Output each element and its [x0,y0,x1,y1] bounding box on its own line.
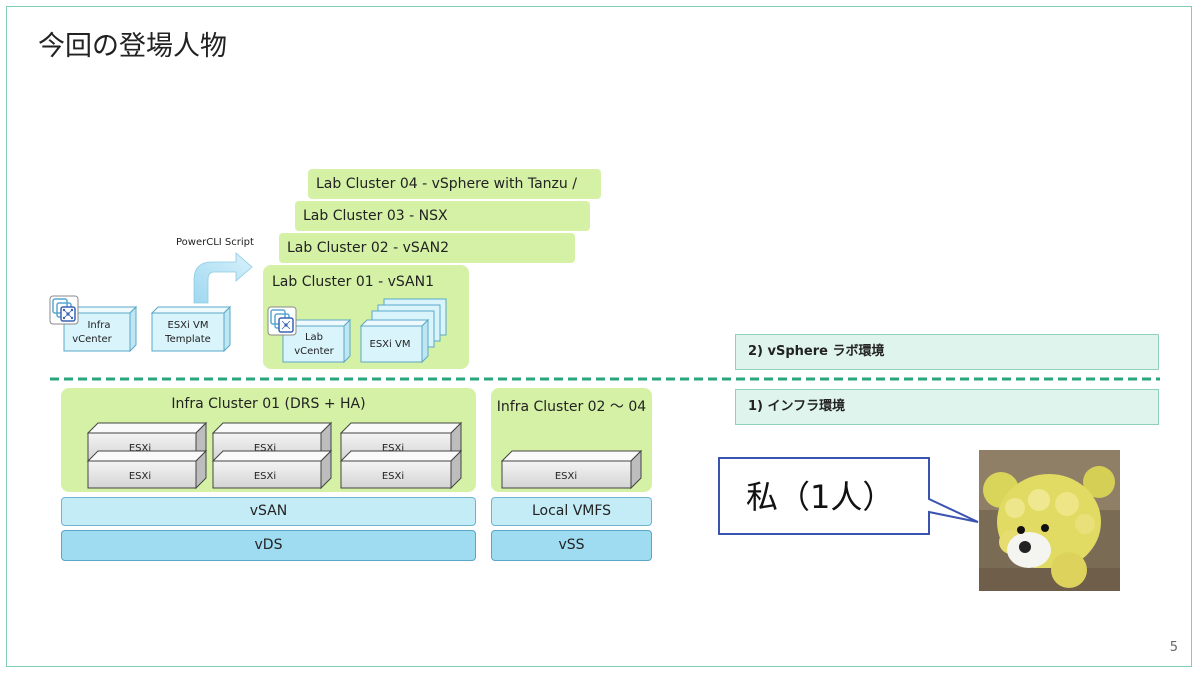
powercli-label: PowerCLI Script [176,237,254,248]
svg-text:ESXi: ESXi [382,443,404,454]
esxi-vm-label: ESXi VM [370,339,411,350]
infra-vcenter-line1: Infra [87,320,110,331]
slide-frame [6,6,1192,667]
esxi-host: ESXi [86,449,208,490]
legend-vsphere-lab: 2) vSphere ラボ環境 [735,334,1159,370]
speech-text: 私（1人） [746,478,895,516]
svg-text:ESXi: ESXi [254,471,276,482]
template-line2: Template [164,334,211,345]
legend-infra: 1) インフラ環境 [735,389,1159,425]
svg-text:ESXi: ESXi [382,471,404,482]
vsan-layer: vSAN [61,497,476,526]
page-number: 5 [1169,640,1178,655]
lab-cluster-03: Lab Cluster 03 - NSX [295,201,590,231]
svg-text:ESXi: ESXi [129,443,151,454]
esxi-vm-stack: ESXi VM [359,298,447,364]
powercli-arrow: PowerCLI Script [176,237,254,304]
template-line1: ESXi VM [168,320,209,331]
esxi-host: ESXi [339,449,463,490]
local-vmfs-layer: Local VMFS [491,497,652,526]
bear-photo [979,450,1120,591]
lab-vcenter-icon [267,306,297,336]
lab-cluster-02: Lab Cluster 02 - vSAN2 [279,233,575,263]
infra-cluster-01-label: Infra Cluster 01 (DRS + HA) [171,396,366,412]
esxi-host: ESXi [500,449,643,490]
svg-text:ESXi: ESXi [129,471,151,482]
slide-title: 今回の登場人物 [38,31,227,62]
vss-layer: vSS [491,530,652,561]
vds-layer: vDS [61,530,476,561]
infra-vcenter-line2: vCenter [72,334,112,345]
esxi-host: ESXi [211,449,333,490]
infra-cluster-02-label: Infra Cluster 02 〜 04 [496,399,647,415]
lab-vcenter-line1: Lab [305,332,323,343]
esxi-template-box: ESXi VM Template [150,305,232,353]
vcenter-icon [49,295,79,325]
svg-text:ESXi: ESXi [254,443,276,454]
svg-text:ESXi: ESXi [555,471,577,482]
lab-vcenter-line2: vCenter [294,346,334,357]
lab-cluster-01-label: Lab Cluster 01 - vSAN1 [272,274,435,290]
